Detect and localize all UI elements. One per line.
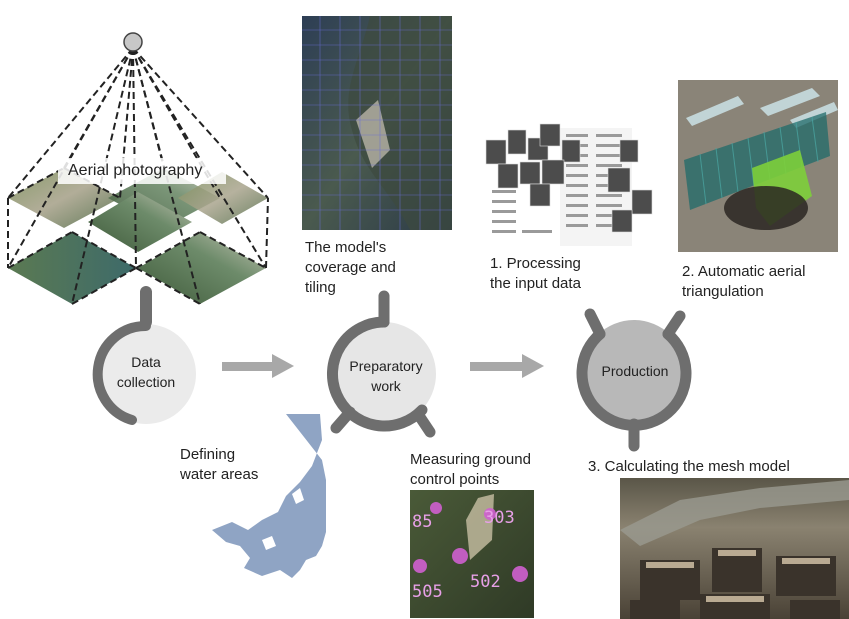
- aerial-photography-illustration: [7, 32, 269, 305]
- production-stage-label: Production: [601, 363, 669, 379]
- measuring-gcp-label: Measuring ground control points: [410, 451, 531, 488]
- defining-water-label: Defining water areas: [180, 446, 259, 483]
- arrow-1: [222, 354, 294, 378]
- camera-icon: [123, 32, 143, 52]
- aerial-triangulation-label: 2. Automatic aerial triangulation: [682, 263, 806, 300]
- gcp-number: 85: [412, 512, 433, 532]
- water-area-shape: [212, 414, 326, 578]
- gcp-image: [410, 490, 534, 618]
- gcp-number: 303: [484, 508, 515, 528]
- aerial-photo-tile: [88, 192, 192, 252]
- gcp-number: 502: [470, 572, 501, 592]
- processing-input-label: 1. Processing the input data: [490, 255, 581, 292]
- arrow-2: [470, 354, 544, 378]
- production-connector-left: [584, 308, 606, 340]
- mesh-model-image: [620, 478, 849, 619]
- production-node: [582, 320, 686, 424]
- preparatory-connector-left: [330, 406, 356, 434]
- gcp-number: 505: [412, 582, 443, 602]
- production-connector-right: [662, 310, 686, 340]
- coverage-tiling-image: [302, 16, 452, 230]
- data-collection-stage-label: Data collection: [116, 354, 176, 390]
- data-collection-ring: [92, 320, 151, 425]
- aerial-photo-tile: [138, 232, 266, 304]
- preparatory-work-ring: [326, 316, 428, 432]
- preparatory-work-stage-label: Preparatory work: [349, 358, 423, 394]
- data-collection-node: [96, 324, 196, 424]
- coverage-tiling-label: The model's coverage and tiling: [305, 239, 396, 296]
- preparatory-connector-right: [412, 408, 436, 438]
- input-data-image: [485, 123, 653, 246]
- triangulation-image: [678, 80, 838, 252]
- preparatory-work-node: [332, 322, 436, 426]
- aerial-photography-label: Aerial photography: [68, 162, 203, 179]
- aerial-photo-tile: [178, 172, 268, 224]
- mesh-model-label: 3. Calculating the mesh model: [588, 458, 790, 475]
- aerial-photo-tile: [8, 232, 136, 304]
